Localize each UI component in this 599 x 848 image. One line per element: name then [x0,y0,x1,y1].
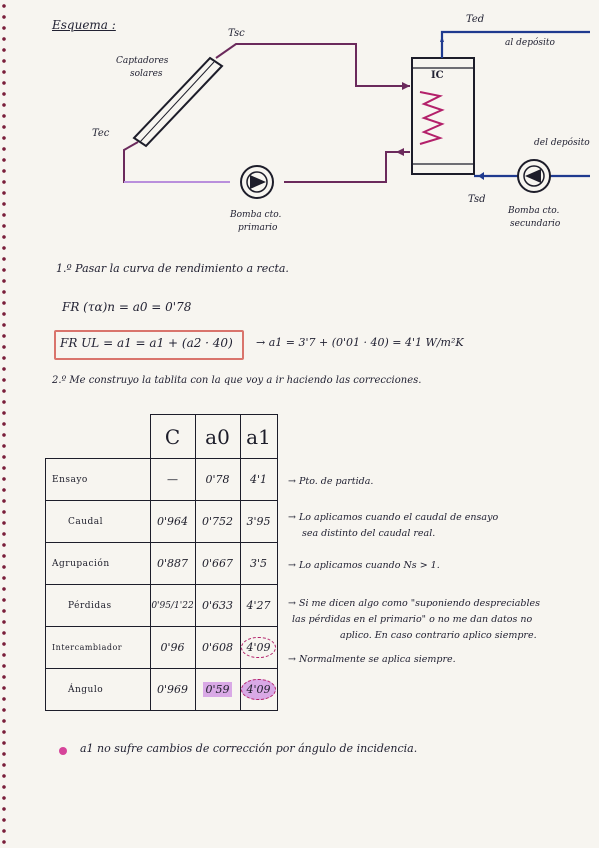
row-label: Ensayo [45,458,151,501]
primary-pump-icon [240,165,274,199]
cell-a1: 3'95 [239,500,278,543]
cell-c: 0'964 [149,500,196,543]
table-row: Ángulo 0'969 0'59 4'09 [45,668,278,711]
tec-label: Tec [92,128,110,139]
row-label: Pérdidas [45,584,151,627]
table-row: Ensayo — 0'78 4'1 [45,458,278,501]
cell-a1: 4'09 [239,668,278,711]
circled-value: 4'09 [241,637,276,658]
table-row: Agrupación 0'887 0'667 3'5 [45,542,278,585]
cell-a1: 4'1 [239,458,278,501]
cell-a0: 0'752 [194,500,241,543]
tsd-label: Tsd [468,194,486,205]
ted-label: Ted [466,14,485,25]
primary-pump-label-2: primario [238,223,278,233]
collectors-label-2: solares [130,69,163,79]
note-ensayo: → Pto. de partida. [288,476,374,487]
cell-a0: 0'78 [194,458,241,501]
cell-a0: 0'59 [194,668,241,711]
formula-a1: FR UL = a1 = a1 + (a2 · 40) [60,336,233,350]
cell-c: 0'887 [149,542,196,585]
secondary-loop [440,30,590,178]
cell-c: — [149,458,196,501]
secondary-pump-icon [517,159,551,193]
to-deposit-label: al depósito [505,38,555,48]
cell-a1: 4'09 [239,626,278,669]
cell-a1: 3'5 [239,542,278,585]
step2-title: 2.º Me construyo la tablita con la que v… [52,375,422,386]
note-perdidas-2: las pérdidas en el primario" o no me dan… [292,614,533,625]
note-agrupacion: → Lo aplicamos cuando Ns > 1. [288,560,440,571]
footnote: a1 no sufre cambios de corrección por án… [80,742,418,755]
table-row: Intercambiador 0'96 0'608 4'09 [45,626,278,669]
from-deposit-label: del depósito [534,138,590,148]
cell-c: 0'969 [149,668,196,711]
formula-a1-result: → a1 = 3'7 + (0'01 · 40) = 4'1 W/m²K [256,336,464,349]
arrow-icon [402,82,410,90]
header-a0: a0 [194,414,241,459]
note-perdidas: → Si me dicen algo como "suponiendo desp… [288,598,541,609]
arrow-icon [478,172,484,180]
formula-a0: FR (τα)n = a0 = 0'78 [62,300,192,314]
table-row: Caudal 0'964 0'752 3'95 [45,500,278,543]
cell-a0: 0'633 [194,584,241,627]
cell-c: 0'96 [149,626,196,669]
note-intercambiador: → Normalmente se aplica siempre. [288,654,456,665]
header-a1: a1 [239,414,278,459]
cell-c: 0'95/1'22 [149,584,196,627]
page-heading: Esquema : [52,18,116,32]
solar-collector [132,56,224,148]
secondary-pump-label: Bomba cto. [508,206,560,216]
arrow-icon [396,148,404,156]
highlighted-value: 0'59 [203,682,232,697]
row-label: Agrupación [45,542,151,585]
ic-label: IC [431,70,444,81]
highlighted-circled-value: 4'09 [241,679,276,700]
cell-a0: 0'608 [194,626,241,669]
corrections-table: C a0 a1 Ensayo — 0'78 4'1 Caudal 0'964 0… [45,414,278,711]
tsc-label: Tsc [228,28,245,39]
row-label: Ángulo [45,668,151,711]
primary-pump-label: Bomba cto. [230,210,282,220]
note-perdidas-3: aplico. En caso contrario aplico siempre… [340,630,537,641]
note-caudal: → Lo aplicamos cuando el caudal de ensay… [288,512,499,523]
row-label: Intercambiador [45,626,151,669]
cell-a1: 4'27 [239,584,278,627]
note-caudal-2: sea distinto del caudal real. [302,528,436,539]
secondary-pump-label-2: secundario [510,219,561,229]
collectors-label: Captadores [116,56,169,66]
step1-title: 1.º Pasar la curva de rendimiento a rect… [56,262,289,275]
cell-a0: 0'667 [194,542,241,585]
row-label: Caudal [45,500,151,543]
solar-system-diagram [123,30,590,199]
header-c: C [149,414,196,459]
notebook-spiral [0,0,10,848]
table-row: Pérdidas 0'95/1'22 0'633 4'27 [45,584,278,627]
arrow-icon [440,36,444,42]
bullet-icon [59,747,67,755]
formula-box [54,330,244,360]
